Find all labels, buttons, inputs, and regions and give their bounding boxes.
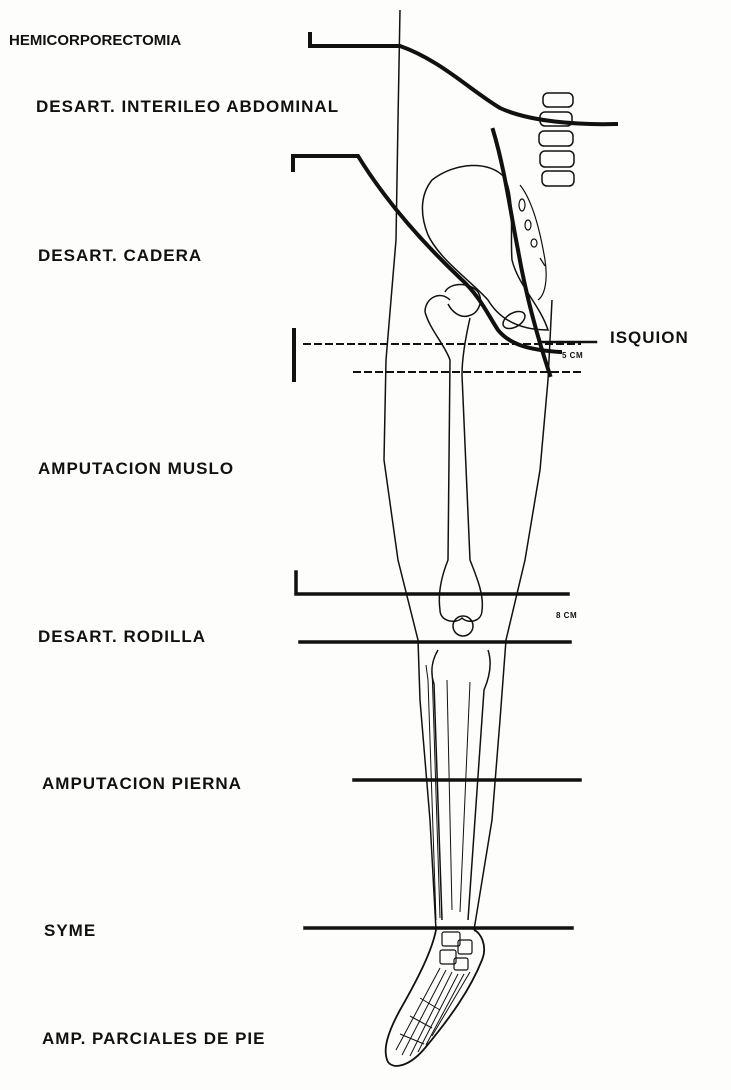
label-measure-upper: 5 CM [562,352,583,360]
tibia-inner [447,680,470,912]
hemicorporectomia-line [310,34,616,124]
label-desart-interileo-abdominal: DESART. INTERILEO ABDOMINAL [36,98,339,115]
label-desart-rodilla: DESART. RODILLA [38,628,206,645]
leg-outline-medial [474,300,552,930]
femur-head [445,285,480,317]
foot-outline [386,930,484,1066]
label-amputacion-muslo: AMPUTACION MUSLO [38,460,234,477]
label-amputacion-pierna: AMPUTACION PIERNA [42,775,242,792]
muslo-line [296,572,568,594]
label-amp-parciales-de-pie: AMP. PARCIALES DE PIE [42,1030,265,1047]
label-isquion: ISQUION [610,329,689,346]
obturator-foramen [500,308,528,332]
label-syme: SYME [44,922,96,939]
greater-trochanter [425,296,450,312]
label-desart-cadera: DESART. CADERA [38,247,202,264]
leg-outline-lateral [384,10,436,930]
label-measure-lower: 8 CM [556,612,577,620]
foot-metatarsals [396,968,470,1056]
foot-tarsals [440,932,472,970]
spine-vertebrae [539,93,574,186]
femur-shaft [425,312,482,610]
label-hemicorporectomia: HEMICORPORECTOMIA [9,33,181,48]
interileo-line [493,130,550,375]
